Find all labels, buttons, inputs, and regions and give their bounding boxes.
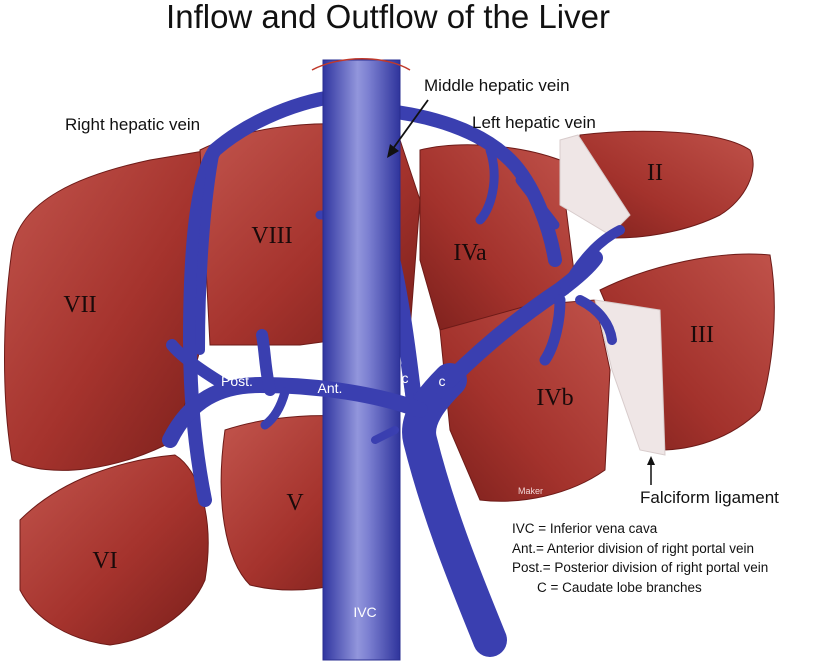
middle-hepatic-arrow xyxy=(391,99,429,151)
middle-hepatic-vein-label: Middle hepatic vein xyxy=(424,76,570,95)
maker-label: Maker xyxy=(518,486,543,496)
page-title: Inflow and Outflow of the Liver xyxy=(166,0,610,35)
segment-iii-label: III xyxy=(690,322,714,348)
portal-small-branch xyxy=(371,426,399,444)
anterior-division xyxy=(256,329,276,396)
legend-item: C = Caudate lobe branches xyxy=(537,580,702,595)
segment-vii-label: VII xyxy=(63,292,96,318)
caudate-label-1: c xyxy=(402,370,409,386)
caudate-branch-2 xyxy=(436,366,449,399)
anterior-division-branch xyxy=(260,387,290,430)
right-hepatic-vein xyxy=(182,88,352,507)
left-portal-branch-ii xyxy=(560,225,625,295)
segment-ii-label: II xyxy=(647,160,663,186)
left-hepatic-vein xyxy=(373,103,562,267)
legend-item: Post.= Posterior division of right porta… xyxy=(512,560,768,575)
segment-v-label: V xyxy=(286,490,304,516)
segment-vi-label: VI xyxy=(92,548,117,574)
falciform-arrowhead xyxy=(647,456,655,465)
segment-vii-lobe xyxy=(4,149,211,471)
ivc-label: IVC xyxy=(353,604,376,620)
legend: IVC = Inferior vena cava Ant.= Anterior … xyxy=(512,521,768,595)
caudate-label-2: c xyxy=(439,373,446,389)
ivc-vessel xyxy=(322,59,401,661)
middle-hepatic-arrowhead xyxy=(387,144,399,158)
segment-ivb-label: IVb xyxy=(536,385,573,411)
left-portal-branch-iii xyxy=(575,295,617,345)
right-hepatic-vein-label: Right hepatic vein xyxy=(65,115,200,134)
falciform-ligament-label: Falciform ligament xyxy=(640,488,779,507)
caudate-branch-1 xyxy=(401,361,414,404)
segment-ivb-lobe xyxy=(439,299,611,502)
left-portal-branch-ivb xyxy=(539,294,566,366)
segment-iva-label: IVa xyxy=(453,240,487,266)
left-hepatic-vein-label: Left hepatic vein xyxy=(472,113,596,132)
ant-label: Ant. xyxy=(318,380,343,396)
falciform-ligament-shape xyxy=(559,134,631,236)
right-hepatic-vein-branch xyxy=(195,145,220,355)
post-label: Post. xyxy=(221,373,253,389)
portal-vein-trunk xyxy=(402,363,507,657)
legend-item: IVC = Inferior vena cava xyxy=(512,521,658,536)
legend-item: Ant.= Anterior division of right portal … xyxy=(512,541,754,556)
right-portal-vein xyxy=(162,376,428,448)
posterior-division xyxy=(166,339,236,394)
segment-viii-label: VIII xyxy=(251,223,292,249)
ivc-top-cap xyxy=(311,58,411,71)
left-hepatic-vein-branch2 xyxy=(515,175,560,230)
segment-vi-lobe xyxy=(19,454,209,646)
left-hepatic-vein-branch xyxy=(475,145,499,225)
left-portal-vein xyxy=(442,250,603,388)
segment-iii-lobe xyxy=(599,253,775,451)
